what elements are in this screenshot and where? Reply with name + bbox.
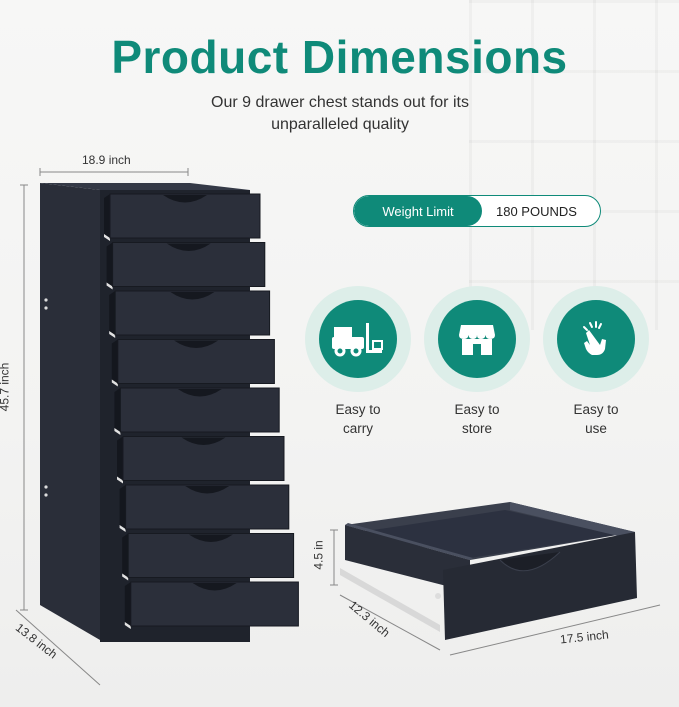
drawer (104, 193, 261, 241)
drawer (119, 484, 290, 532)
drawer (111, 339, 275, 387)
feature-carry-label: Easy to carry (335, 402, 381, 436)
drawer-height-label: 4.5 in (311, 540, 326, 570)
weight-limit-value: 180 POUNDS (496, 203, 577, 219)
feature-use-label: Easy to use (573, 402, 619, 436)
feature-store-label: Easy to store (454, 402, 500, 436)
drawer (114, 387, 280, 435)
drawer (109, 290, 271, 338)
feature-use: Easy to use (543, 286, 649, 438)
weight-limit-label: Weight Limit (354, 196, 482, 226)
weight-limit-badge: Weight Limit 180 POUNDS (353, 195, 601, 227)
page-subtitle: Our 9 drawer chest stands out for its un… (150, 92, 530, 136)
height-label: 45.7 inch (0, 362, 12, 412)
single-drawer-illustration (330, 502, 661, 656)
cabinet-side (40, 183, 100, 640)
drawer-dimension-lines (330, 529, 661, 656)
background-window (469, 0, 679, 330)
subtitle-line-2: unparalleled quality (271, 116, 409, 133)
drawer (124, 581, 299, 629)
page-title: Product Dimensions (111, 31, 568, 83)
feature-store: Easy to store (424, 286, 530, 438)
width-label: 18.9 inch (82, 153, 131, 167)
feature-carry: Easy to carry (305, 286, 411, 438)
dimension-lines (15, 168, 189, 686)
forklift-icon (332, 323, 383, 357)
hand-tap-icon (583, 321, 606, 355)
drawer (122, 533, 295, 581)
drawer-chest-illustration (15, 168, 299, 686)
drawer (117, 436, 285, 484)
drawer (106, 242, 266, 290)
subtitle-line-1: Our 9 drawer chest stands out for its (211, 94, 469, 111)
cabinet-top (40, 183, 250, 190)
store-icon (459, 325, 495, 355)
